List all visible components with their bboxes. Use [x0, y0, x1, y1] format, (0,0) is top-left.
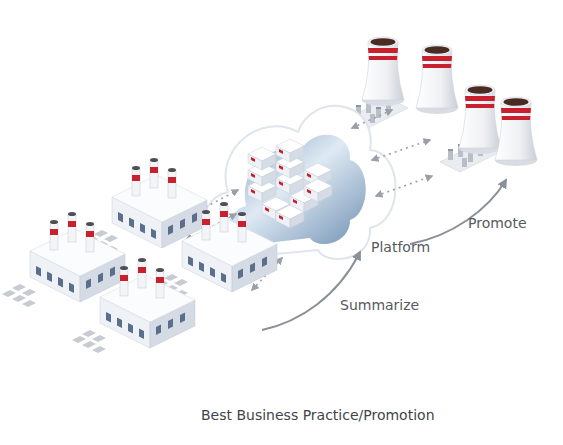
power-plant [348, 37, 458, 128]
power-plant [440, 85, 537, 172]
factory [2, 158, 277, 353]
caption: Best Business Practice/Promotion [201, 407, 435, 423]
flow-arc [262, 180, 506, 330]
flow-label: Platform [371, 239, 430, 255]
flow-label: Promote [468, 215, 527, 231]
flow-label: Summarize [340, 297, 419, 313]
